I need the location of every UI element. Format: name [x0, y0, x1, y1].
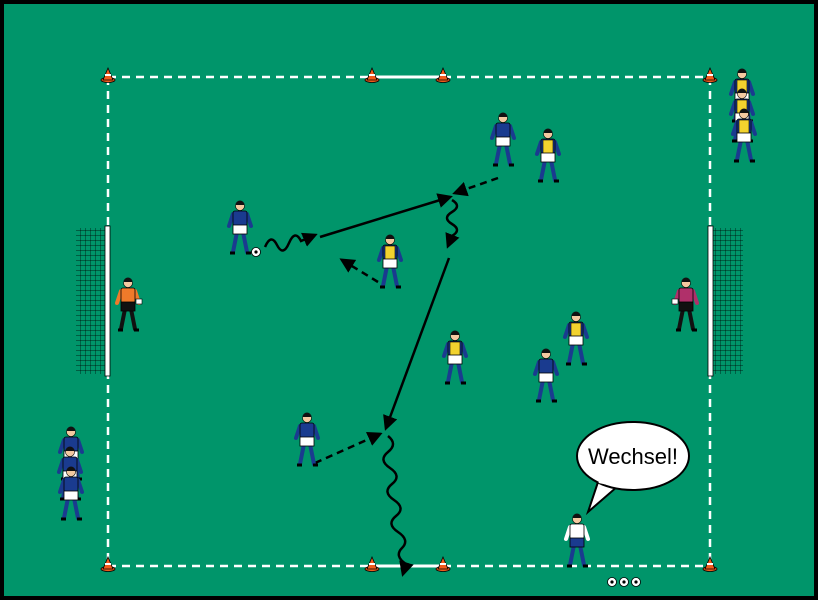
dribble-arrow: [263, 232, 318, 252]
dribble-arrow: [445, 198, 460, 249]
player-yellow-bib: [731, 108, 757, 163]
player-blue: [533, 348, 559, 403]
cone-icon: [702, 555, 718, 572]
cone-icon: [100, 555, 116, 572]
player-blue: [58, 466, 84, 521]
dribble-arrow: [382, 435, 414, 577]
goal-right: [707, 225, 743, 377]
balls: [251, 247, 641, 587]
player-yellow-bib: [442, 330, 468, 385]
cone-icon: [364, 66, 380, 83]
cone-icon: [702, 66, 718, 83]
goalkeeper-right: [671, 277, 699, 332]
player-blue: [227, 200, 253, 255]
pass-arrow: [319, 193, 453, 239]
player-yellow-bib: [535, 128, 561, 183]
pass-arrow: [383, 257, 451, 431]
run-arrow: [452, 176, 499, 197]
cone-icon: [100, 66, 116, 83]
movement-arrows: [263, 176, 499, 577]
ball-icon: [607, 577, 617, 587]
ball-icon: [631, 577, 641, 587]
ball-icon: [619, 577, 629, 587]
speech-bubble: Wechsel!: [576, 421, 690, 516]
ball-icon: [251, 247, 261, 257]
goal-left: [76, 225, 111, 377]
player-blue: [490, 112, 516, 167]
callout-text: Wechsel!: [588, 444, 678, 469]
cone-icon: [364, 555, 380, 572]
cone-icon: [435, 555, 451, 572]
player-yellow-bib: [563, 311, 589, 366]
goalkeeper-left: [115, 277, 143, 332]
coach: [564, 513, 590, 568]
cone-icon: [435, 66, 451, 83]
player-yellow-bib: [377, 234, 403, 289]
players: [57, 68, 757, 568]
cones: [100, 66, 718, 572]
player-blue: [294, 412, 320, 467]
